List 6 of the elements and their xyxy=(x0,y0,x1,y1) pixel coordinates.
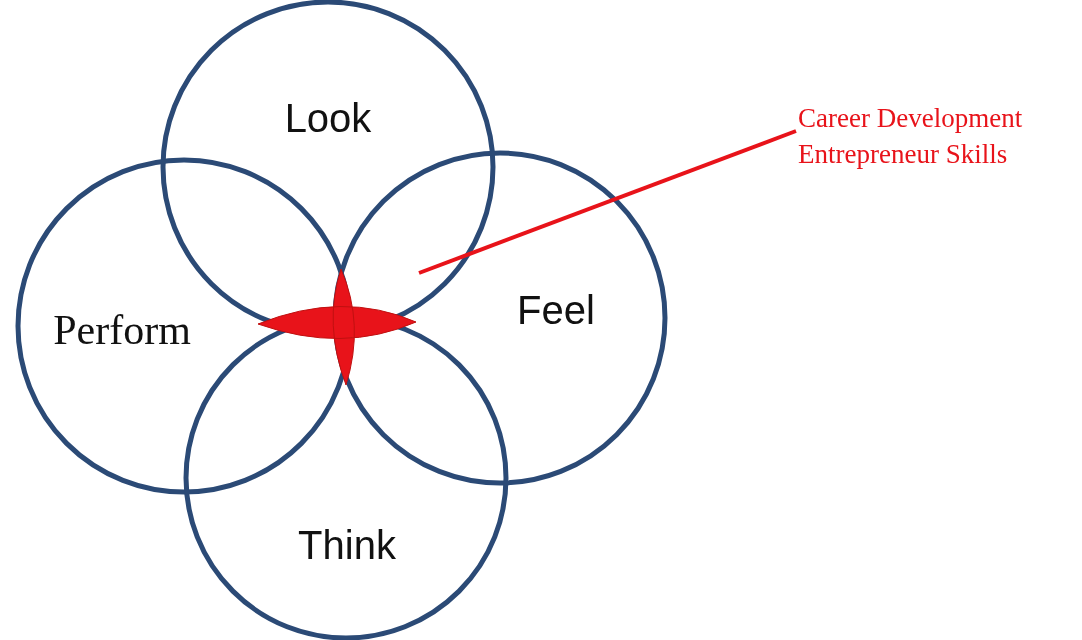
circle-label: Think xyxy=(298,522,396,568)
leader-line xyxy=(418,129,797,275)
circle-label: Look xyxy=(284,95,372,141)
circle-label: Perform xyxy=(53,306,191,354)
circle-label: Feel xyxy=(517,287,595,333)
callout-text: Career Development Entrepreneur Skills xyxy=(797,102,1024,171)
